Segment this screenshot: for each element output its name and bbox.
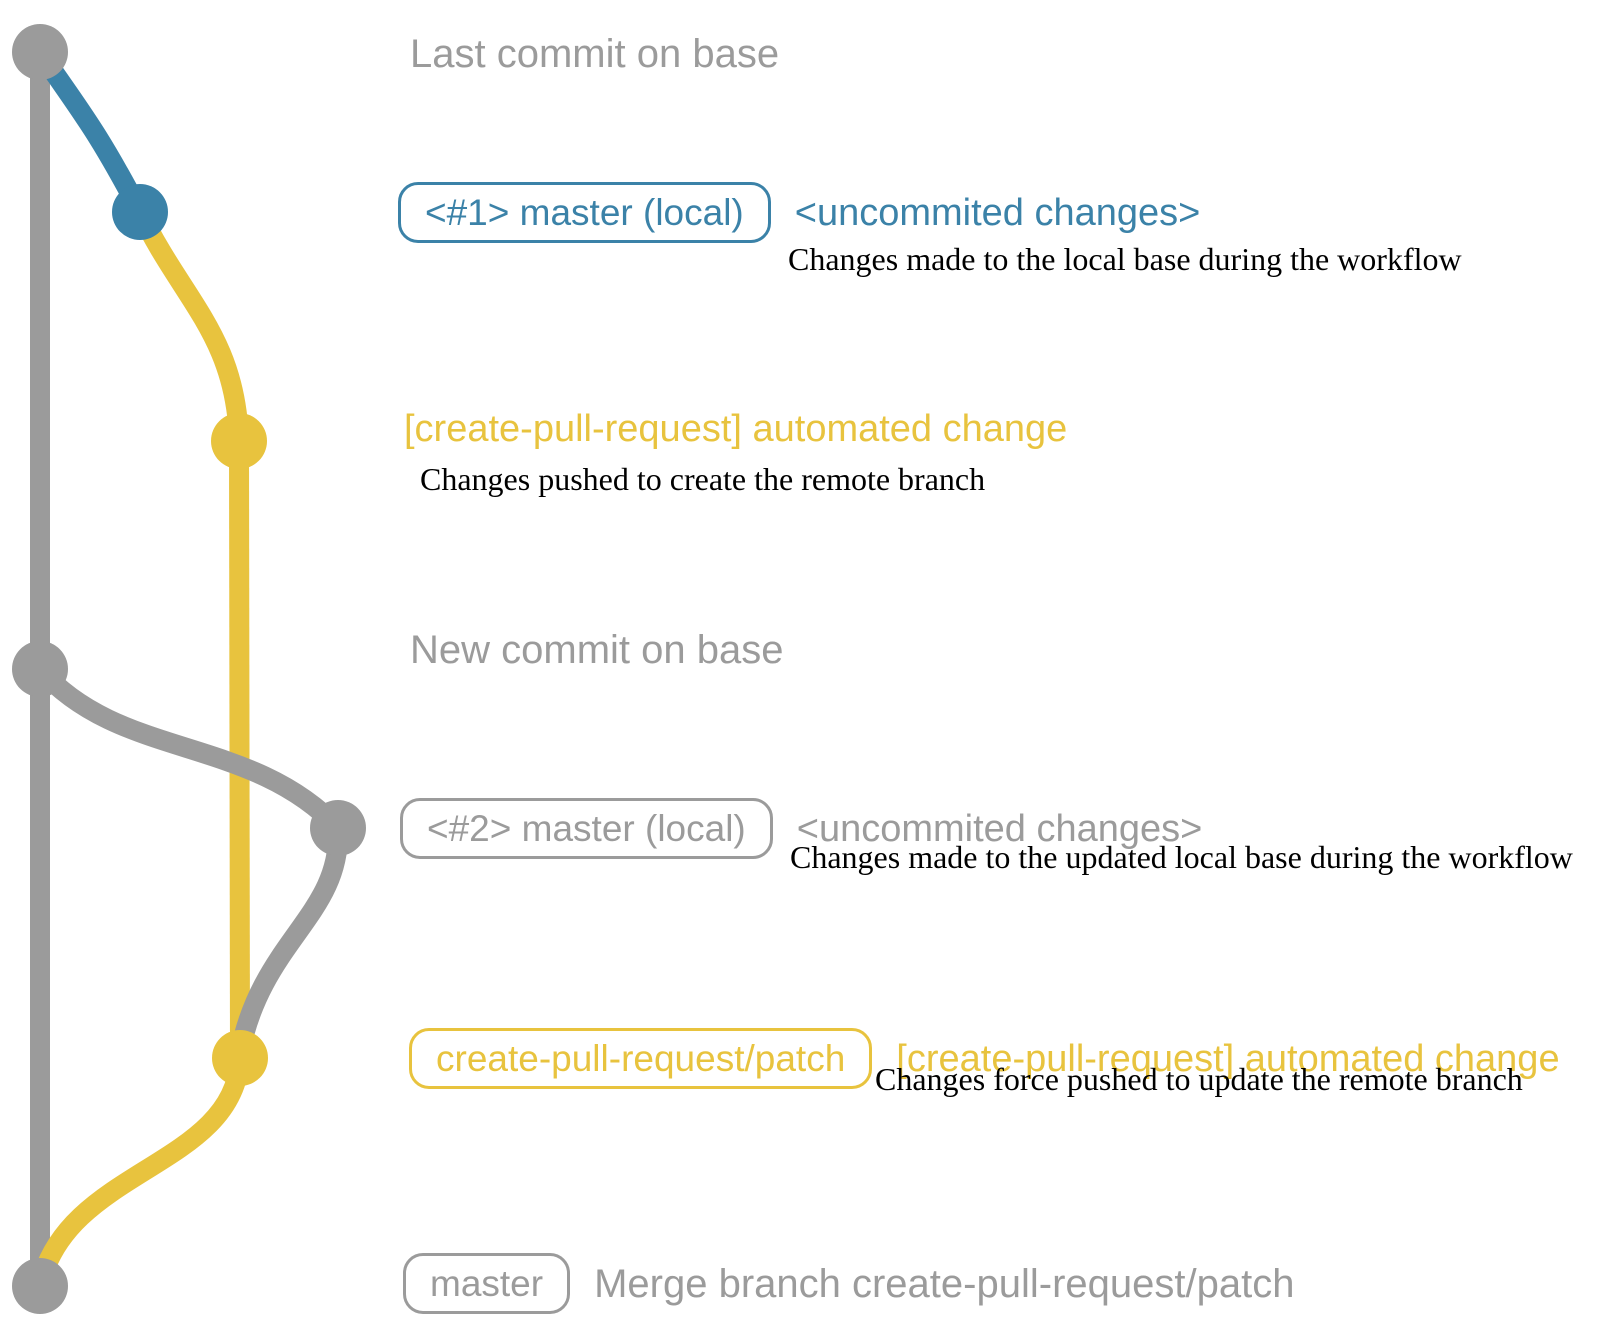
commit1-row: <#1> master (local) <uncommited changes> bbox=[398, 182, 1200, 243]
commit2-title: <uncommited changes> bbox=[796, 807, 1203, 850]
commit-node-local-1 bbox=[112, 184, 168, 240]
push2-description: Changes force pushed to update the remot… bbox=[875, 1061, 1523, 1097]
force-push-curve bbox=[230, 827, 349, 1054]
commit1-description: Changes made to the local base during th… bbox=[788, 241, 1462, 277]
push1-row: [create-pull-request] automated change bbox=[404, 410, 1067, 448]
commit2-branch-badge: <#2> master (local) bbox=[400, 798, 773, 859]
push2-title: [create-pull-request] automated change bbox=[896, 1037, 1560, 1080]
commit1-title: <uncommited changes> bbox=[794, 191, 1201, 234]
push1-title: [create-pull-request] automated change bbox=[404, 408, 1068, 450]
commit2-description: Changes made to the updated local base d… bbox=[790, 839, 1573, 875]
commit-node-local-2 bbox=[310, 800, 366, 856]
commit-node-remote-1 bbox=[211, 413, 267, 469]
patch-branch-line bbox=[229, 440, 250, 1059]
merge-branch-badge: master bbox=[403, 1253, 571, 1314]
patch-branch-curve-top bbox=[130, 207, 249, 442]
merge-commit-message: Merge branch create-pull-request/patch bbox=[594, 1261, 1295, 1306]
merge-row: master Merge branch create-pull-request/… bbox=[403, 1253, 1294, 1314]
commit1-branch-badge: <#1> master (local) bbox=[398, 182, 771, 243]
merge-curve bbox=[30, 1057, 250, 1289]
commit2-row: <#2> master (local) <uncommited changes> bbox=[400, 798, 1202, 859]
rebased-local-branch-curve bbox=[32, 662, 346, 835]
commit-node-merge bbox=[12, 1258, 68, 1314]
commit-node-new-base bbox=[12, 641, 68, 697]
push2-branch-badge: create-pull-request/patch bbox=[409, 1028, 873, 1089]
push1-description: Changes pushed to create the remote bran… bbox=[420, 461, 986, 497]
last-commit-message: Last commit on base bbox=[410, 32, 780, 76]
commit-graph bbox=[12, 24, 366, 1314]
commit-node-remote-2 bbox=[212, 1030, 268, 1086]
new-commit-message: New commit on base bbox=[410, 628, 784, 672]
push2-row: create-pull-request/patch [create-pull-r… bbox=[409, 1028, 1560, 1089]
commit-node-last-base bbox=[12, 24, 68, 80]
local-branch-line bbox=[31, 46, 149, 217]
